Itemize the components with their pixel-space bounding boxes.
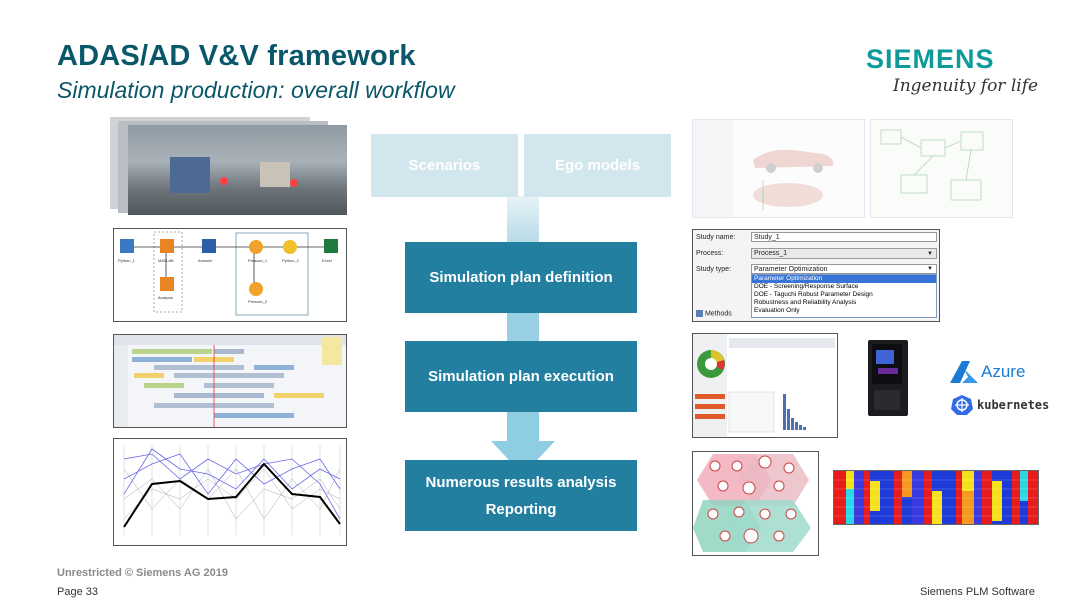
classification-text: Unrestricted © Siemens AG 2019 — [57, 567, 228, 579]
workstation-image — [866, 338, 912, 418]
flow-connector-mid — [507, 312, 539, 342]
study-type-dropdown: Parameter Optimization DOE - Screening/R… — [751, 274, 937, 318]
flow-arrow-head — [491, 441, 555, 475]
brand-tagline: Ingenuity for life — [893, 76, 1039, 96]
plan-definition-box: Simulation plan definition — [405, 242, 637, 313]
study-name-value: Study_1 — [754, 234, 780, 241]
page-title: ADAS/AD V&V framework — [57, 40, 416, 72]
svg-text:Excel: Excel — [322, 258, 332, 263]
study-type-label: Study type: — [696, 266, 732, 273]
azure-icon — [950, 361, 978, 383]
svg-text:Prescan_2: Prescan_2 — [248, 299, 268, 304]
dropdown-option[interactable]: Evaluation Only — [754, 307, 800, 314]
chevron-down-icon: ▼ — [927, 251, 933, 257]
azure-logo: Azure — [950, 359, 1025, 385]
dropdown-option[interactable]: Parameter Optimization — [752, 275, 936, 283]
kubernetes-label: kubernetes — [977, 398, 1050, 412]
results-box: Numerous results analysis Reporting — [405, 460, 637, 531]
scenarios-box: Scenarios — [371, 134, 518, 197]
kubernetes-logo: kubernetes — [951, 393, 1049, 417]
process-label: Process: — [696, 250, 724, 257]
methods-label: Methods — [704, 310, 732, 318]
siemens-logo: SIEMENS — [866, 44, 995, 74]
kubernetes-icon — [951, 395, 973, 415]
company-name: Siemens PLM Software — [920, 586, 1035, 598]
process-select[interactable]: Process_1 ▼ — [751, 248, 937, 259]
gantt-screenshot — [113, 334, 347, 428]
page-subtitle: Simulation production: overall workflow — [57, 77, 455, 103]
study-dialog: Study name: Study_1 Process: Process_1 ▼… — [692, 229, 940, 322]
azure-label: Azure — [981, 362, 1026, 381]
study-type-select[interactable]: Parameter Optimization ▼ — [751, 264, 937, 274]
reporting-label: Reporting — [485, 500, 557, 518]
dropdown-option[interactable]: Robustness and Reliability Analysis — [754, 299, 857, 306]
methods-button[interactable]: Methods — [696, 310, 732, 317]
flow-connector-bottom — [507, 411, 539, 443]
execution-screenshot — [692, 333, 838, 438]
svg-text:Amesim: Amesim — [198, 258, 213, 263]
study-type-value: Parameter Optimization — [754, 266, 828, 273]
flow-connector-top — [507, 196, 539, 242]
svg-text:Python_2: Python_2 — [282, 258, 300, 263]
parallel-coordinates-screenshot — [113, 438, 347, 546]
schematic-screenshot — [870, 119, 1013, 218]
study-name-field[interactable]: Study_1 — [751, 232, 937, 242]
study-name-label: Study name: — [696, 234, 736, 241]
svg-text:Prescan_1: Prescan_1 — [248, 258, 268, 263]
process-value: Process_1 — [754, 250, 788, 257]
results-analysis-label: Numerous results analysis — [425, 473, 617, 491]
svg-text:MATLAB: MATLAB — [158, 258, 174, 263]
dropdown-option[interactable]: DOE - Taguchi Robust Parameter Design — [754, 291, 873, 298]
dropdown-option[interactable]: DOE - Screening/Response Surface — [754, 283, 859, 290]
hexmap-screenshot — [692, 451, 819, 556]
svg-text:Python_1: Python_1 — [118, 258, 136, 263]
chevron-down-icon: ▼ — [927, 266, 933, 272]
process-flow-screenshot: Python_1 MATLAB Amesim Prescan_1 Python_… — [113, 228, 347, 322]
svg-text:Analysis: Analysis — [158, 295, 173, 300]
ego-model-screenshot — [692, 119, 865, 218]
heatmap-image — [833, 470, 1039, 525]
plan-execution-box: Simulation plan execution — [405, 341, 637, 412]
scenario-photo-stack — [110, 117, 347, 215]
methods-icon — [696, 310, 703, 317]
ego-models-box: Ego models — [524, 134, 671, 197]
page-number: Page 33 — [57, 586, 98, 598]
